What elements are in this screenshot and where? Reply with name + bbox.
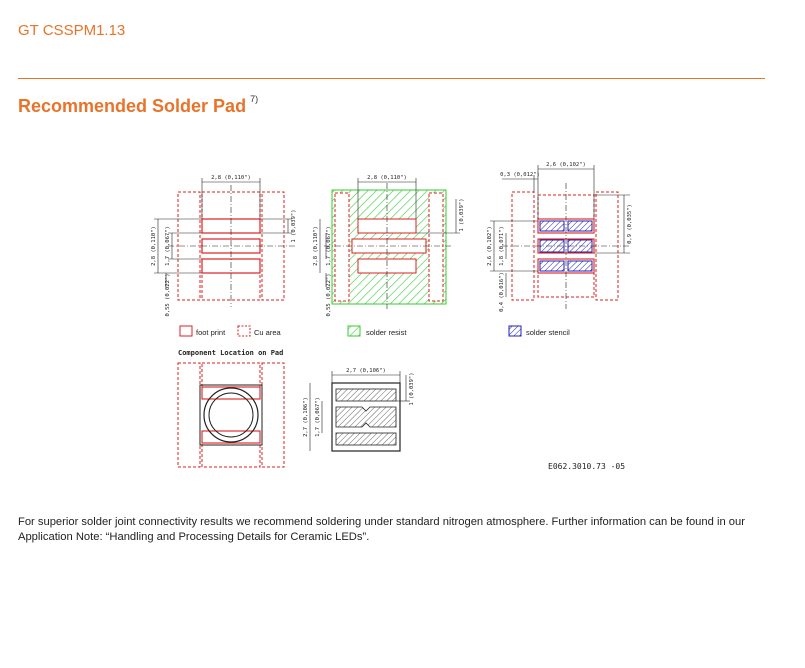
dim-stencil-inner: 1,8 (0,071") xyxy=(499,226,505,266)
component-location-view xyxy=(177,362,285,468)
footprint-view: 2,8 (0,110") 1 (0,039") 2,8 (0,110") 1,7… xyxy=(151,175,297,317)
solder-pad-drawing: 2,8 (0,110") 1 (0,039") 2,8 (0,110") 1,7… xyxy=(151,162,633,471)
dim-foot-inner: 1,7 (0,067") xyxy=(165,226,171,266)
dim-foot-bottom: 0,55 (0,022") xyxy=(165,273,171,316)
legend-resist-label: solder resist xyxy=(366,328,407,337)
footer-note: For superior solder joint connectivity r… xyxy=(18,516,745,543)
dim-pad-height: 1 (0,039") xyxy=(291,209,297,242)
component-location-label: Component Location on Pad xyxy=(178,349,283,357)
document-id: GT CSSPM1.13 xyxy=(18,22,126,39)
dim-package-pad: 1 (0,039") xyxy=(409,372,415,405)
legend-cu-swatch xyxy=(237,325,251,337)
dim-stencil-height: 2,6 (0,102") xyxy=(487,226,493,266)
dim-package-height: 2,7 (0,106") xyxy=(303,397,309,437)
dim-pad-width: 2,8 (0,110") xyxy=(211,175,251,181)
legend: foot print Cu area solder resist solder … xyxy=(179,325,570,337)
dim-stencil-right: 0,9 (0,035") xyxy=(627,204,633,244)
dim-resist-inner: 1,7 (0,067") xyxy=(326,226,332,266)
legend-footprint-label: foot print xyxy=(196,328,226,337)
dim-resist-bottom: 0,55 (0,022") xyxy=(326,273,332,316)
dim-resist-outer: 2,8 (0,110") xyxy=(313,226,319,266)
dim-cu-width: 2,8 (0,110") xyxy=(367,175,407,181)
header-divider xyxy=(18,78,765,79)
drawing-number: E062.3010.73 -05 xyxy=(548,462,625,471)
title-footnote-ref: 7) xyxy=(250,94,259,104)
legend-cu-label: Cu area xyxy=(254,328,282,337)
dim-resist-right: 1 (0,039") xyxy=(459,198,465,231)
legend-stencil-label: solder stencil xyxy=(526,328,570,337)
dim-package-inner: 1,7 (0,067") xyxy=(315,397,321,437)
solder-resist-view: 2,8 (0,110") 1 (0,039") 2,8 (0,110") 1,7… xyxy=(313,175,465,317)
dim-stencil-gap: 0,3 (0,012") xyxy=(500,172,540,178)
package-view: 2,7 (0,106") 1 (0,039") 2,7 (0,106") 1,7… xyxy=(303,368,415,452)
dim-stencil-bottom: 0,4 (0,016") xyxy=(499,272,505,312)
legend-resist-swatch xyxy=(347,325,361,337)
dim-stencil-width: 2,6 (0,102") xyxy=(546,162,586,168)
solder-stencil-view: 0,3 (0,012") 2,6 (0,102") 0,9 (0,035") 2… xyxy=(487,162,633,312)
legend-stencil-swatch xyxy=(508,325,522,337)
dim-foot-height: 2,8 (0,110") xyxy=(151,226,157,266)
page-title-text: Recommended Solder Pad xyxy=(18,96,247,116)
legend-footprint-swatch xyxy=(179,325,193,337)
dim-package-width: 2,7 (0,106") xyxy=(346,368,386,374)
